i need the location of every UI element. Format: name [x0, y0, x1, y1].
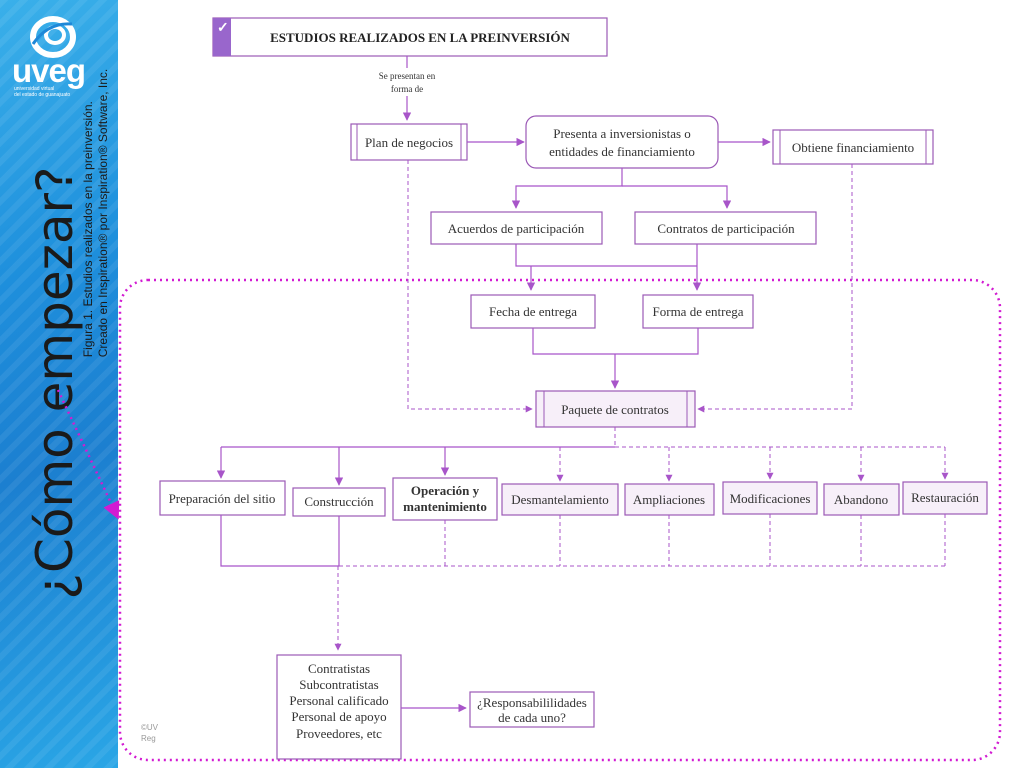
svg-text:Operación y: Operación y	[411, 483, 480, 498]
dotted-group-frame	[118, 278, 1002, 762]
svg-text:Paquete de contratos: Paquete de contratos	[561, 402, 669, 417]
node-modificaciones: Modificaciones	[722, 481, 818, 515]
diagram-title-box: ✓ ESTUDIOS REALIZADOS EN LA PREINVERSIÓN	[212, 17, 608, 57]
node-operacion-mantenimiento: Operación y mantenimiento	[392, 477, 498, 521]
node-obtiene-financiamiento: Obtiene financiamiento	[772, 129, 934, 165]
node-fecha-entrega: Fecha de entrega	[470, 294, 596, 329]
node-actores: Contratistas Subcontratistas Personal ca…	[276, 654, 402, 760]
node-forma-entrega: Forma de entrega	[642, 294, 754, 329]
node-plan-negocios: Plan de negocios	[350, 123, 468, 161]
connector-label-line-2: forma de	[391, 84, 423, 94]
svg-text:Restauración: Restauración	[911, 490, 979, 505]
node-contratos-participacion: Contratos de participación	[634, 211, 817, 245]
svg-text:Ampliaciones: Ampliaciones	[633, 492, 705, 507]
svg-text:Preparación del sitio: Preparación del sitio	[169, 491, 276, 506]
svg-text:de cada uno?: de cada uno?	[498, 710, 566, 725]
uveg-logo-icon	[30, 16, 76, 58]
node-presenta-inversionistas: Presenta a inversionistas o entidades de…	[525, 115, 719, 169]
svg-text:Obtiene financiamiento: Obtiene financiamiento	[792, 140, 914, 155]
node-ampliaciones: Ampliaciones	[624, 483, 715, 516]
copyright-notice: ©UV Reg	[141, 723, 159, 743]
node-desmantelamiento: Desmantelamiento	[501, 483, 619, 516]
node-paquete-contratos: Paquete de contratos	[535, 390, 696, 428]
svg-text:¿Responsabililidades: ¿Responsabililidades	[477, 695, 587, 710]
svg-text:Forma de entrega: Forma de entrega	[653, 304, 744, 319]
svg-text:Desmantelamiento: Desmantelamiento	[511, 492, 608, 507]
actor-item: Subcontratistas	[299, 677, 378, 692]
checkmark-icon: ✓	[217, 21, 229, 36]
sidebar-background: uveg universidad virtual del estado de g…	[0, 0, 118, 768]
node-responsabilidades: ¿Responsabililidades de cada uno?	[469, 691, 595, 728]
svg-text:Modificaciones: Modificaciones	[730, 491, 811, 506]
svg-text:mantenimiento: mantenimiento	[403, 499, 487, 514]
actor-item: Personal calificado	[289, 693, 388, 708]
node-restauracion: Restauración	[902, 481, 988, 515]
svg-text:Presenta a inversionistas o: Presenta a inversionistas o	[553, 126, 691, 141]
dotted-pointer-arrow	[56, 389, 120, 520]
node-construccion: Construcción	[292, 487, 386, 517]
node-abandono: Abandono	[823, 483, 900, 516]
actor-item: Contratistas	[308, 661, 370, 676]
connector-label-line-1: Se presentan en	[379, 71, 436, 81]
actor-item: Personal de apoyo	[291, 709, 386, 724]
actor-item: Proveedores, etc	[296, 726, 382, 741]
svg-text:entidades de financiamiento: entidades de financiamiento	[549, 144, 695, 159]
svg-text:Plan de negocios: Plan de negocios	[365, 135, 453, 150]
diagram-title: ESTUDIOS REALIZADOS EN LA PREINVERSIÓN	[270, 30, 570, 45]
svg-text:Abandono: Abandono	[834, 492, 888, 507]
logo-subtitle: universidad virtual del estado de guanaj…	[14, 86, 71, 98]
svg-text:Fecha de entrega: Fecha de entrega	[489, 304, 577, 319]
svg-text:Construcción: Construcción	[304, 494, 374, 509]
node-acuerdos-participacion: Acuerdos de participación	[430, 211, 603, 245]
logo-wordmark: uveg	[12, 52, 86, 89]
svg-text:Acuerdos de participación: Acuerdos de participación	[448, 221, 585, 236]
svg-text:Contratos de participación: Contratos de participación	[657, 221, 795, 236]
node-preparacion-sitio: Preparación del sitio	[159, 480, 286, 516]
